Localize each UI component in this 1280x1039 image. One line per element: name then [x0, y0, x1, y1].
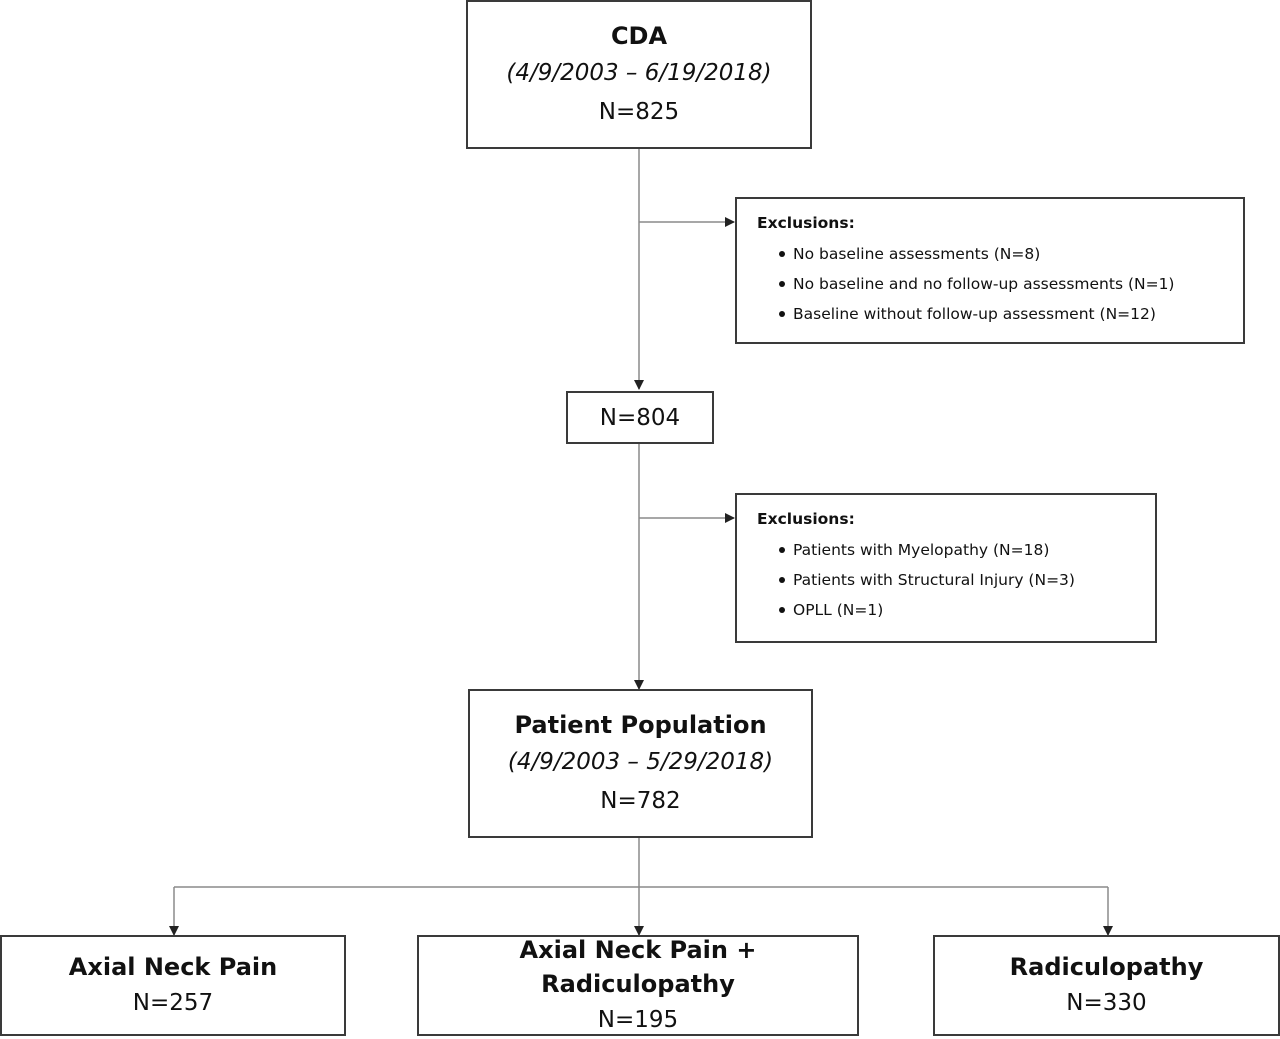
exclusion-item: No baseline assessments (N=8): [779, 239, 1243, 269]
exclusion-item: Patients with Myelopathy (N=18): [779, 535, 1155, 565]
cda-count: N=825: [598, 98, 680, 125]
group-title: Axial Neck Pain: [68, 952, 278, 981]
exclusions-2-title: Exclusions:: [757, 510, 855, 528]
cda-title: CDA: [610, 21, 668, 50]
group-title: Radiculopathy: [1009, 952, 1204, 981]
exclusion-item: No baseline and no follow-up assessments…: [779, 269, 1243, 299]
exclusion-item: Patients with Structural Injury (N=3): [779, 565, 1155, 595]
exclusions-box-1: Exclusions: No baseline assessments (N=8…: [735, 197, 1245, 344]
group-count: N=257: [132, 989, 214, 1016]
exclusions-2-list: Patients with Myelopathy (N=18) Patients…: [757, 535, 1155, 625]
population-box: Patient Population (4/9/2003 – 5/29/2018…: [468, 689, 813, 838]
exclusion-item: Baseline without follow-up assessment (N…: [779, 299, 1243, 329]
group-box-axial-neck-pain: Axial Neck Pain N=257: [0, 935, 346, 1036]
exclusions-1-list: No baseline assessments (N=8) No baselin…: [757, 239, 1243, 329]
group-box-axial-neck-pain-radiculopathy: Axial Neck Pain + Radiculopathy N=195: [417, 935, 859, 1036]
population-dates: (4/9/2003 – 5/29/2018): [507, 748, 774, 775]
population-count: N=782: [600, 787, 681, 814]
exclusion-item: OPLL (N=1): [779, 595, 1155, 625]
exclusions-box-2: Exclusions: Patients with Myelopathy (N=…: [735, 493, 1157, 643]
n804-box: N=804: [566, 391, 714, 444]
group-count: N=195: [597, 1006, 679, 1033]
exclusions-1-title: Exclusions:: [757, 214, 855, 232]
n804-count: N=804: [599, 404, 681, 431]
cda-box: CDA (4/9/2003 – 6/19/2018) N=825: [466, 0, 812, 149]
population-title: Patient Population: [514, 710, 767, 739]
group-count: N=330: [1066, 989, 1147, 1016]
group-title: Axial Neck Pain + Radiculopathy: [519, 935, 757, 998]
cda-dates: (4/9/2003 – 6/19/2018): [506, 59, 772, 86]
group-box-radiculopathy: Radiculopathy N=330: [933, 935, 1280, 1036]
